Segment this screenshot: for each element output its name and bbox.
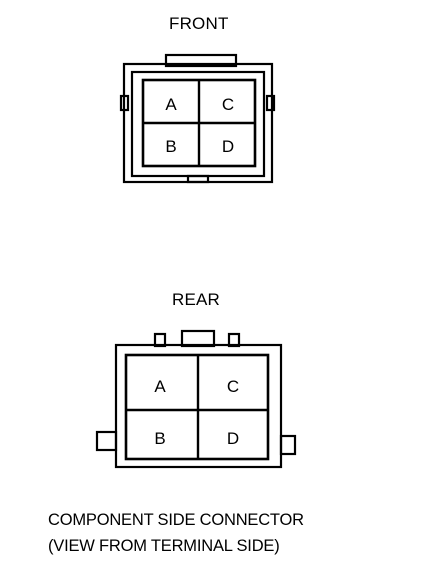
rear-pin-a: A bbox=[154, 377, 166, 396]
rear-pin-d: D bbox=[227, 429, 239, 448]
front-top-latch bbox=[164, 53, 238, 68]
front-pin-a: A bbox=[165, 95, 177, 114]
rear-pin-c: C bbox=[227, 377, 239, 396]
rear-pin-b: B bbox=[154, 429, 165, 448]
front-bottom-key bbox=[186, 174, 210, 184]
caption-line-1: COMPONENT SIDE CONNECTOR bbox=[48, 511, 304, 529]
rear-right-tab bbox=[279, 434, 297, 456]
rear-top-latch bbox=[180, 329, 216, 348]
front-left-tab bbox=[119, 94, 130, 112]
caption-line-2: (VIEW FROM TERMINAL SIDE) bbox=[48, 537, 280, 555]
rear-housing bbox=[114, 343, 283, 469]
front-connector bbox=[119, 53, 276, 184]
rear-left-tab bbox=[95, 430, 118, 452]
front-pin-c: C bbox=[222, 95, 234, 114]
front-pin-d: D bbox=[222, 137, 234, 156]
rear-connector bbox=[95, 329, 297, 469]
front-right-tab bbox=[265, 94, 276, 112]
rear-view-title: REAR bbox=[172, 290, 221, 309]
front-pin-b: B bbox=[165, 137, 176, 156]
front-view-title: FRONT bbox=[169, 14, 229, 33]
